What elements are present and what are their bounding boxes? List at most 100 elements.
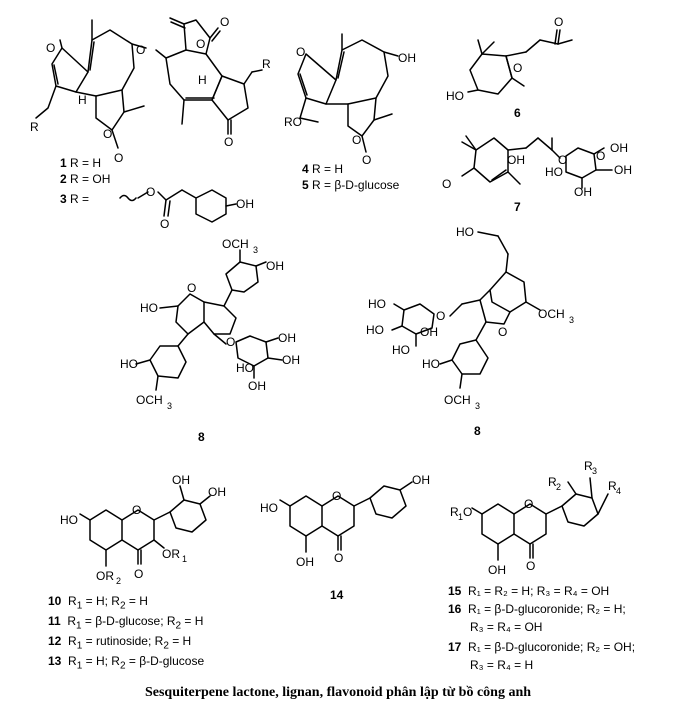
atom-label: O xyxy=(334,551,343,565)
atom-label: R xyxy=(450,505,459,519)
atom-label: R xyxy=(30,120,39,134)
atom-label: HO xyxy=(260,501,278,515)
atom-label: HO xyxy=(422,357,440,371)
label-compound-16: 16 R₁ = β-D-glucoronide; R₂ = H; xyxy=(448,602,626,616)
label-compound-14: 14 xyxy=(330,588,344,602)
atom-label: O xyxy=(136,43,145,57)
atom-label: 2 xyxy=(116,576,121,586)
label-compound-4: 4 R = H xyxy=(302,162,344,176)
atom-label: O xyxy=(146,185,155,199)
atom-label: OH xyxy=(412,473,430,487)
atom-label: OH xyxy=(574,185,592,199)
atom-label: R xyxy=(548,475,557,489)
structure-1-3: O O R O O H O O H R O xyxy=(30,15,271,165)
atom-label: OR xyxy=(162,547,180,561)
atom-label: O xyxy=(160,217,169,231)
atom-label: HO xyxy=(446,89,464,103)
atom-label: O xyxy=(134,567,143,581)
label-compound-1: 1 R = H xyxy=(60,156,102,170)
structure-8-left: OCH 3 OH O HO O OH OH HO OH HO OCH 3 xyxy=(120,237,300,411)
atom-label: O xyxy=(362,153,371,167)
structure-3-substituent: O O OH xyxy=(119,185,254,231)
atom-label: OR xyxy=(96,569,114,583)
atom-label: 4 xyxy=(616,486,621,496)
atom-label: H xyxy=(198,73,207,87)
atom-label: O xyxy=(296,45,305,59)
atom-label: OH xyxy=(610,141,628,155)
atom-label: OH xyxy=(266,259,284,273)
atom-label: HO xyxy=(120,357,138,371)
atom-label: O xyxy=(463,505,472,519)
atom-label: 3 xyxy=(569,315,574,325)
atom-label: 3 xyxy=(253,245,258,255)
atom-label: OH xyxy=(296,555,314,569)
label-compound-8-left: 8 xyxy=(198,430,205,444)
atom-label: OH xyxy=(282,353,300,367)
atom-label: O xyxy=(558,153,567,167)
label-compound-11: 11 R1 = β-D-glucose; R2 = H xyxy=(48,614,204,632)
label-compound-5: 5 R = β-D-glucose xyxy=(302,178,400,192)
figure-caption: Sesquiterpene lactone, lignan, flavonoid… xyxy=(144,685,532,700)
atom-label: O xyxy=(196,37,205,51)
label-compound-17: 17 R₁ = β-D-glucoronide; R₂ = OH; xyxy=(448,640,636,654)
atom-label: O xyxy=(596,149,605,163)
atom-label: OH xyxy=(420,325,438,339)
atom-label: O xyxy=(498,325,507,339)
label-compound-2: 2 R = OH xyxy=(60,172,111,186)
label-compound-6: 6 xyxy=(514,106,521,120)
atom-label: 3 xyxy=(592,466,597,476)
structure-4-5: O OH RO O O xyxy=(284,33,416,167)
label-compound-7: 7 xyxy=(514,200,521,214)
atom-label: 1 xyxy=(182,554,187,564)
label-compound-17-cont: R₃ = R₄ = H xyxy=(470,658,534,672)
atom-label: H xyxy=(78,93,87,107)
atom-label: O xyxy=(513,61,522,75)
atom-label: O xyxy=(524,497,533,511)
label-compound-16-cont: R₃ = R₄ = OH xyxy=(470,620,543,634)
atom-label: OH xyxy=(488,563,506,577)
atom-label: OH xyxy=(507,153,525,167)
atom-label: O xyxy=(46,41,55,55)
atom-label: HO xyxy=(392,343,410,357)
label-compound-8-right: 8 xyxy=(474,424,481,438)
structure-14: O HO OH O OH xyxy=(260,473,430,569)
atom-label: O xyxy=(103,127,112,141)
atom-label: O xyxy=(554,15,563,29)
atom-label: R xyxy=(608,479,617,493)
atom-label: OCH xyxy=(538,307,565,321)
atom-label: 3 xyxy=(475,401,480,411)
atom-label: OCH xyxy=(136,393,163,407)
atom-label: O xyxy=(352,133,361,147)
atom-label: OH xyxy=(172,473,190,487)
atom-label: R xyxy=(262,57,271,71)
atom-label: 2 xyxy=(556,482,561,492)
atom-label: HO xyxy=(236,361,254,375)
atom-label: OH xyxy=(398,51,416,65)
atom-label: O xyxy=(132,503,141,517)
atom-label: HO xyxy=(60,513,78,527)
atom-label: O xyxy=(114,151,123,165)
atom-label: R xyxy=(584,459,593,473)
atom-label: 1 xyxy=(458,512,463,522)
atom-label: HO xyxy=(456,225,474,239)
atom-label: RO xyxy=(284,115,302,129)
atom-label: OH xyxy=(278,331,296,345)
label-compound-3: 3 R = xyxy=(60,192,90,206)
label-compound-10: 10 R1 = H; R2 = H xyxy=(48,594,148,612)
atom-label: OCH xyxy=(444,393,471,407)
label-compound-13: 13 R1 = H; R2 = β-D-glucose xyxy=(48,654,205,672)
atom-label: OH xyxy=(208,485,226,499)
atom-label: OH xyxy=(236,197,254,211)
atom-label: O xyxy=(187,281,196,295)
structure-8-right: HO OCH 3 O O HO HO HO OH HO OCH 3 xyxy=(366,225,574,411)
structures-drawing: O O R O O H O O H R O O O OH O xyxy=(30,15,632,586)
atom-label: O xyxy=(224,135,233,149)
structure-10-13: O HO OH OH O OR 1 OR 2 xyxy=(60,473,226,586)
atom-label: O xyxy=(226,335,235,349)
atom-label: HO xyxy=(140,301,158,315)
atom-label: O xyxy=(436,309,445,323)
atom-label: 3 xyxy=(167,401,172,411)
atom-label: OH xyxy=(248,379,266,393)
label-compound-15: 15 R₁ = R₂ = H; R₃ = R₄ = OH xyxy=(448,584,610,598)
